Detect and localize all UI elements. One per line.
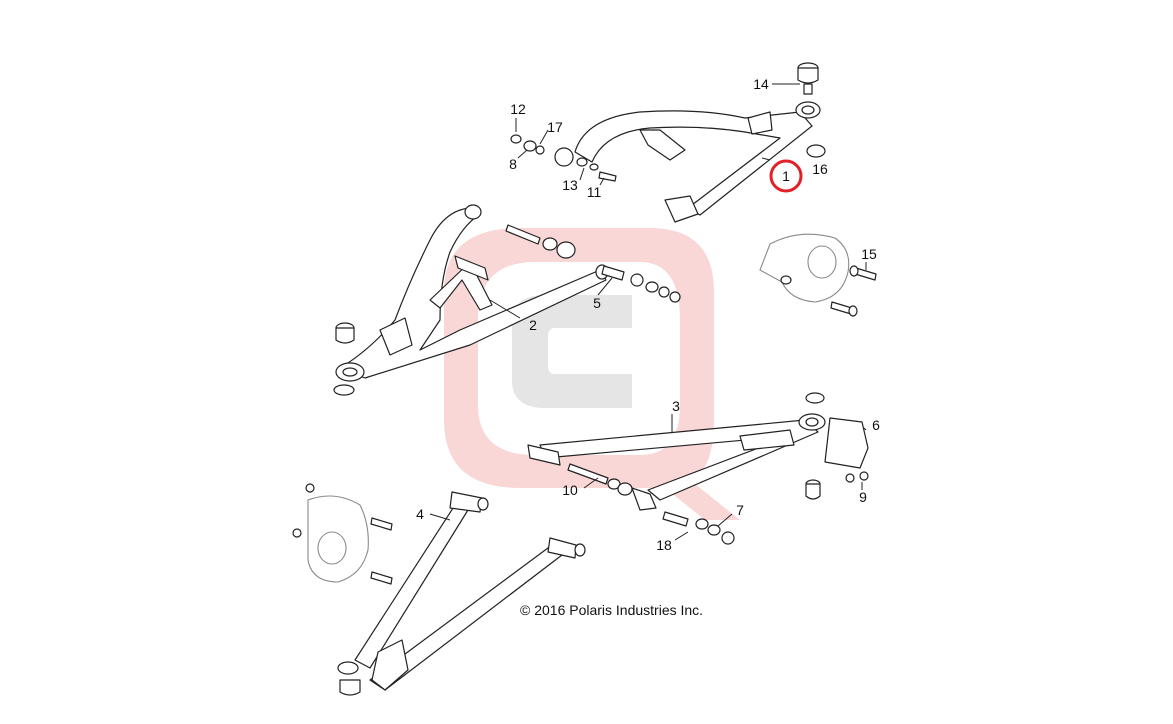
upper-control-arm-1[interactable] — [554, 101, 821, 223]
callout-15[interactable]: 15 — [861, 246, 877, 262]
bolt-15[interactable] — [849, 265, 877, 281]
highlight-ring — [769, 159, 803, 193]
callout-2[interactable]: 2 — [529, 317, 537, 333]
callout-5[interactable]: 5 — [593, 295, 601, 311]
callout-14[interactable]: 14 — [753, 76, 769, 92]
callout-8[interactable]: 8 — [509, 156, 517, 172]
callout-16[interactable]: 16 — [812, 161, 828, 177]
bolt-lower-right[interactable] — [830, 301, 858, 317]
nuts-9[interactable] — [845, 471, 869, 483]
callout-18[interactable]: 18 — [656, 537, 672, 553]
ball-joint-left[interactable] — [335, 322, 355, 344]
snap-ring-left[interactable] — [333, 384, 355, 396]
hardware-group-5[interactable] — [505, 224, 681, 303]
callout-17[interactable]: 17 — [547, 119, 563, 135]
control-arm-3[interactable] — [527, 413, 826, 501]
snap-ring-16[interactable] — [806, 144, 826, 158]
ball-joint-right[interactable] — [805, 479, 821, 500]
callout-1[interactable]: 1 — [782, 168, 790, 184]
callout-12[interactable]: 12 — [510, 101, 526, 117]
spindle-knuckle-left — [307, 495, 369, 583]
callout-labels: 1 2 3 4 5 6 7 8 9 10 11 12 13 14 15 16 1… — [416, 76, 880, 553]
spindle-knuckle-right — [759, 233, 850, 303]
bolts-left-knuckle[interactable] — [292, 483, 393, 585]
hardware-group-upper[interactable] — [510, 134, 617, 182]
snap-ring-upper-3[interactable] — [805, 392, 825, 404]
leader-lines — [429, 83, 867, 541]
control-arm-4[interactable] — [337, 491, 586, 696]
ball-joint-14[interactable] — [797, 62, 819, 95]
bracket-6[interactable] — [824, 417, 869, 469]
callout-3[interactable]: 3 — [672, 398, 680, 414]
callout-13[interactable]: 13 — [562, 177, 578, 193]
callout-7[interactable]: 7 — [736, 502, 744, 518]
callout-10[interactable]: 10 — [562, 482, 578, 498]
copyright-text: © 2016 Polaris Industries Inc. — [520, 602, 703, 618]
hardware-group-10[interactable] — [567, 463, 735, 545]
control-arm-2[interactable] — [335, 204, 609, 382]
watermark-inner-c — [512, 295, 632, 408]
callout-6[interactable]: 6 — [872, 417, 880, 433]
callout-9[interactable]: 9 — [859, 489, 867, 505]
callout-11[interactable]: 11 — [587, 184, 602, 200]
nut-right[interactable] — [780, 275, 792, 285]
callout-4[interactable]: 4 — [416, 506, 424, 522]
